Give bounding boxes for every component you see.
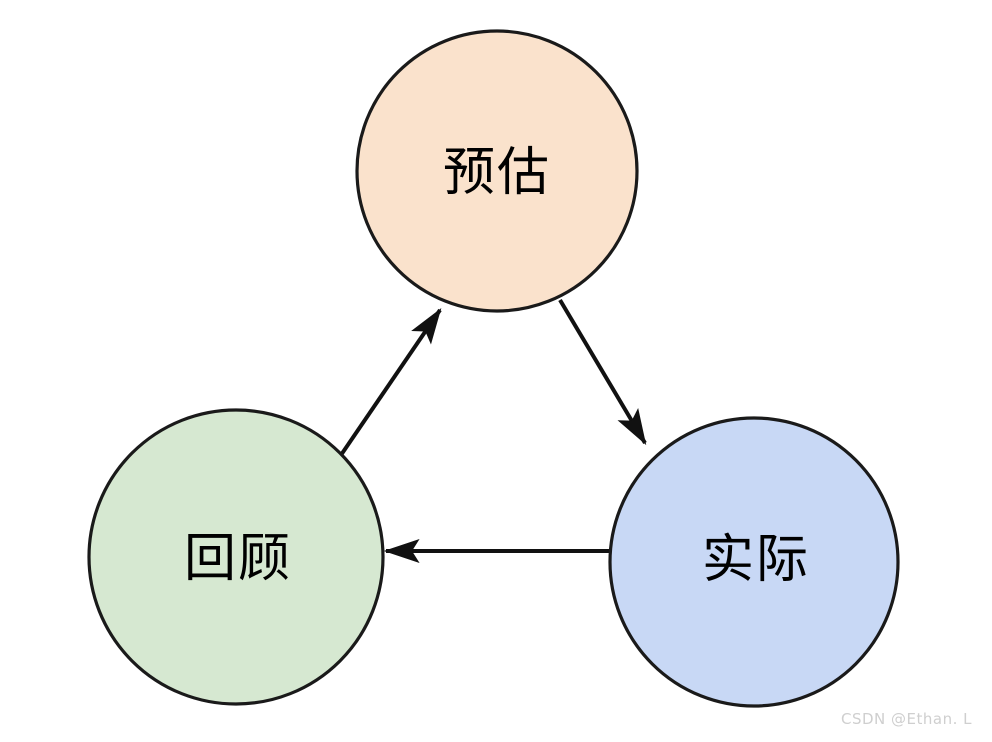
node-estimate[interactable]: 预估 — [355, 29, 639, 313]
node-review-label: 回顾 — [184, 529, 292, 589]
edge-group — [339, 298, 647, 564]
node-review[interactable]: 回顾 — [87, 408, 385, 706]
watermark-label: CSDN @Ethan. L — [841, 710, 972, 728]
node-estimate-circle[interactable] — [355, 29, 639, 313]
node-estimate-label: 预估 — [443, 143, 551, 203]
edge-review-to-estimate — [339, 308, 442, 457]
node-review-circle[interactable] — [87, 408, 385, 706]
node-actual[interactable]: 实际 — [608, 416, 900, 708]
node-actual-circle[interactable] — [608, 416, 900, 708]
edge-estimate-to-actual — [558, 298, 647, 446]
node-actual-label: 实际 — [702, 530, 810, 590]
